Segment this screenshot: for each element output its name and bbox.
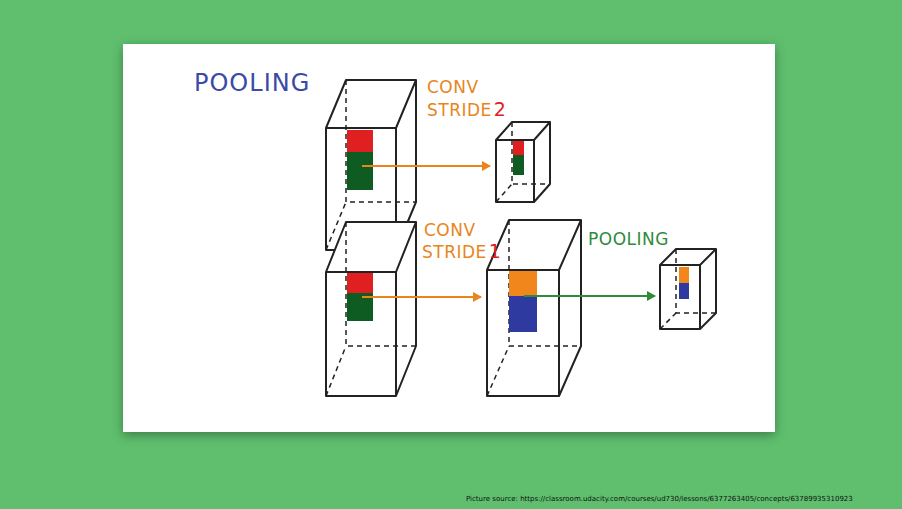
kernel-patch <box>347 130 373 152</box>
kernel-patch <box>679 283 689 299</box>
hidden-edge <box>346 222 416 346</box>
pooling-arrow <box>524 295 655 297</box>
layer-label: CONV <box>427 78 479 97</box>
kernel-patch <box>513 155 524 175</box>
kernel-patch <box>509 296 537 332</box>
kernel-patch <box>347 152 373 190</box>
hidden-edge <box>496 184 512 202</box>
layer-label: STRIDE <box>427 101 492 120</box>
picture-source: Picture source: https://classroom.udacit… <box>466 496 853 504</box>
stride-value: 2 <box>494 99 507 120</box>
block-edge <box>395 272 397 396</box>
kernel-patch <box>679 267 689 283</box>
hidden-edge <box>660 313 676 329</box>
feature-map-block <box>487 220 581 396</box>
kernel-patch <box>513 141 524 155</box>
diagram-title: POOLING <box>194 70 310 96</box>
conv-arrow <box>362 165 490 167</box>
block-edge <box>533 140 535 202</box>
hidden-edge <box>676 249 716 313</box>
hidden-edge <box>326 346 346 396</box>
feature-map-block <box>496 122 550 202</box>
hidden-edge <box>509 220 581 346</box>
block-edge <box>496 122 550 140</box>
hidden-edge <box>346 80 416 202</box>
feature-map-block <box>326 222 416 396</box>
block-edge <box>558 270 560 396</box>
hidden-edge <box>512 122 550 184</box>
block-edge <box>326 222 416 272</box>
conv-arrow <box>362 296 481 298</box>
block-edge <box>326 80 416 128</box>
layer-label: CONV <box>424 221 476 240</box>
kernel-patch <box>347 273 373 293</box>
layer-label: STRIDE <box>422 243 487 262</box>
block-edge <box>487 220 581 270</box>
block-edge <box>660 249 716 265</box>
kernel-patch <box>509 271 537 296</box>
block-edge <box>699 265 701 329</box>
hidden-edge <box>487 346 509 396</box>
stride-value: 1 <box>489 241 502 262</box>
pooling-label: POOLING <box>588 230 669 249</box>
feature-map-block <box>660 249 716 329</box>
